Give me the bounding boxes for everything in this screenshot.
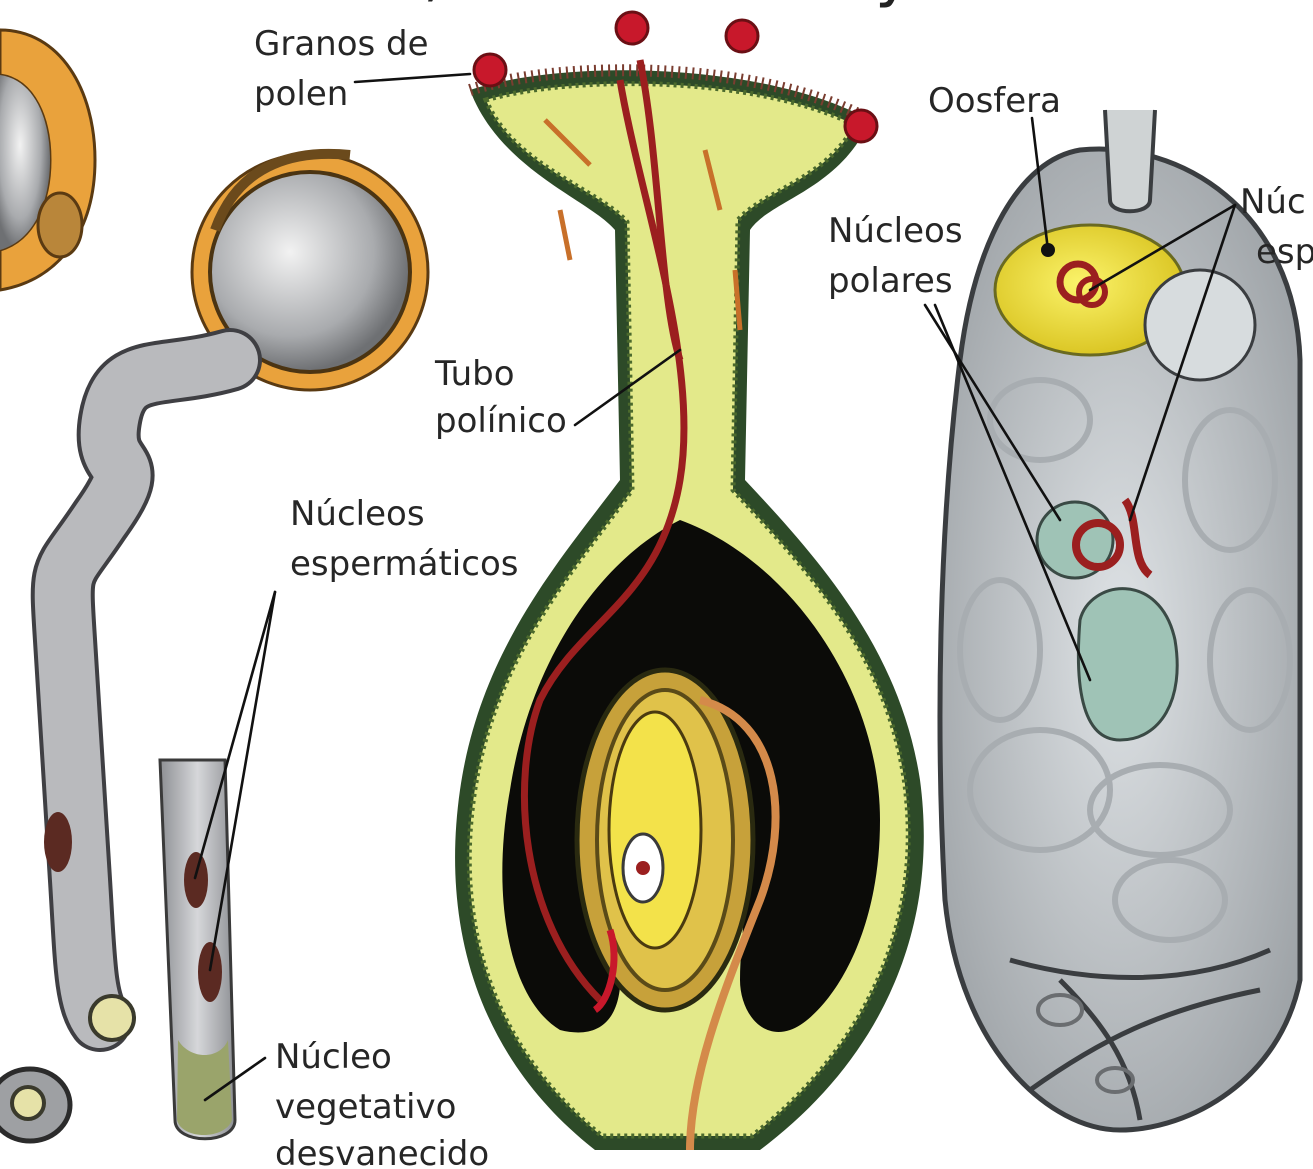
sperm-nucleus-2 bbox=[198, 942, 222, 1002]
label-nucleos-pol-line1: Núcleos bbox=[828, 211, 963, 251]
embryo-sac bbox=[940, 110, 1300, 1130]
label-nucleos-esp-line1: Núcleos bbox=[290, 494, 425, 534]
header-text: Gametofitos, fecundación y desarrollo bbox=[30, 0, 1249, 10]
label-nucleos-esp-line2: espermáticos bbox=[290, 544, 518, 584]
tube-tip-nucleus bbox=[90, 996, 134, 1040]
label-nucleo-veg-line1: Núcleo bbox=[275, 1037, 392, 1077]
pollen-grain-4 bbox=[845, 110, 877, 142]
nucleus-dark-1 bbox=[44, 812, 72, 872]
pollen-fragment-bottom-left bbox=[0, 1069, 70, 1141]
pollen-grain-3 bbox=[726, 20, 758, 52]
label-nucleos-esp-right-line2: esp bbox=[1256, 232, 1313, 272]
sperm-nucleus-1 bbox=[184, 852, 208, 908]
ovule bbox=[577, 670, 753, 1010]
label-nucleos-pol-line2: polares bbox=[828, 261, 953, 301]
label-tubo-line1: Tubo bbox=[434, 354, 515, 394]
label-nucleo-veg-line2: vegetativo bbox=[275, 1087, 456, 1127]
polar-nucleus-2 bbox=[1078, 589, 1177, 740]
pollen-tube-segment bbox=[160, 760, 235, 1139]
label-nucleos-esp-right-line1: Núc bbox=[1240, 182, 1306, 222]
synergid-cell bbox=[1145, 270, 1255, 380]
label-granos-polen-line1: Granos de bbox=[254, 24, 429, 64]
label-tubo-line2: polínico bbox=[435, 401, 567, 441]
label-oosfera: Oosfera bbox=[928, 81, 1061, 121]
label-granos-polen-line2: polen bbox=[254, 74, 348, 114]
pollen-grain-1 bbox=[474, 54, 506, 86]
pistil-section bbox=[455, 12, 924, 1150]
pollen-grain-left-partial bbox=[0, 30, 95, 290]
header-fragment: Gametofitos, fecundación y desarrollo bbox=[30, 0, 1249, 10]
pollen-grain-2 bbox=[616, 12, 648, 44]
label-nucleo-veg-line3: desvanecido bbox=[275, 1134, 489, 1169]
